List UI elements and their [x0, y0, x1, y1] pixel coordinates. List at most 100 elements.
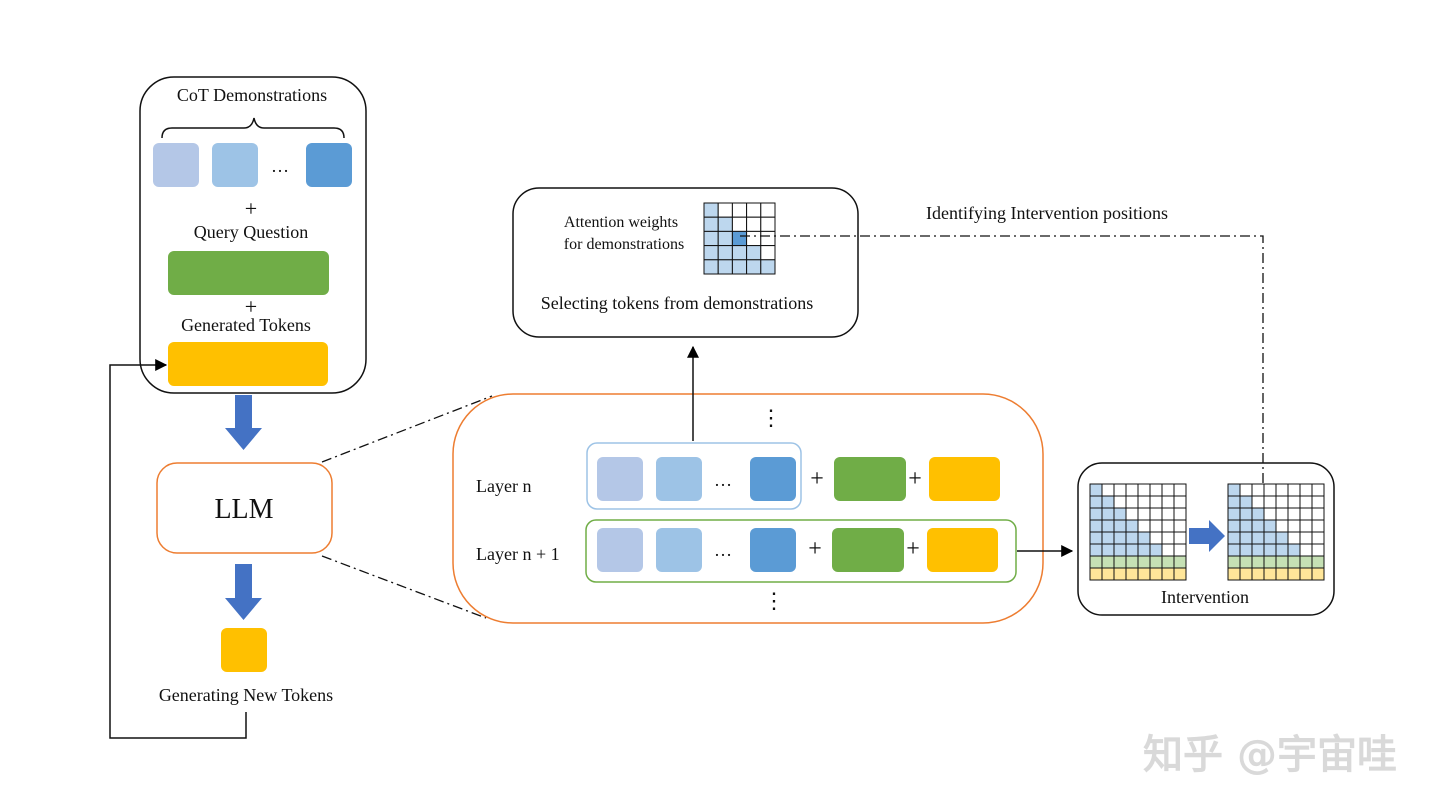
attention-cell	[1287, 531, 1301, 545]
layer-n1-generated-block	[927, 528, 998, 572]
attention-cell	[1101, 531, 1115, 545]
attention-cell	[1311, 483, 1325, 497]
attention-cell	[1113, 495, 1127, 509]
generated-tokens-block	[168, 342, 328, 386]
attention-cell	[746, 259, 762, 275]
layer-n-plus-1: +	[810, 466, 824, 492]
attention-cell	[1125, 531, 1139, 545]
attention-cell	[1149, 519, 1163, 533]
attention-cell	[1227, 519, 1241, 533]
attention-cell	[703, 259, 719, 275]
layer-n1-ellipsis: …	[714, 540, 732, 560]
attention-cell	[1137, 567, 1151, 581]
layer-n-query-block	[834, 457, 906, 501]
attention-cell	[1137, 483, 1151, 497]
attention-cell	[1287, 543, 1301, 557]
attention-cell	[1299, 531, 1313, 545]
attention-cell	[731, 202, 748, 218]
attention-cell	[1227, 555, 1241, 569]
attention-cell	[1251, 507, 1265, 521]
attention-cell	[1287, 555, 1301, 569]
attention-cell	[1101, 543, 1115, 557]
attention-cell	[1173, 567, 1187, 581]
attention-cell	[717, 245, 733, 261]
attention-cell	[1299, 567, 1313, 581]
attention-cell	[1227, 507, 1241, 521]
attention-cell	[1125, 567, 1139, 581]
attention-cell	[1299, 519, 1313, 533]
attention-cell	[731, 245, 748, 261]
attention-cell	[717, 216, 733, 232]
attention-cell	[1239, 555, 1253, 569]
attention-cell	[1263, 543, 1277, 557]
attention-cell	[1311, 495, 1325, 509]
attention-cell	[1137, 519, 1151, 533]
attention-cell	[1251, 531, 1265, 545]
attention-cell	[1161, 483, 1175, 497]
attention-cell	[1125, 519, 1139, 533]
attention-grid-after	[1227, 483, 1325, 581]
attention-cell	[717, 230, 733, 247]
attention-cell	[1125, 507, 1139, 521]
attention-cell	[1311, 555, 1325, 569]
attention-weights-line2: for demonstrations	[564, 236, 684, 253]
attention-cell	[1299, 543, 1313, 557]
attention-cell	[1275, 567, 1289, 581]
layer-n-ellipsis: …	[714, 470, 732, 490]
attention-cell	[1089, 555, 1103, 569]
attention-cell	[1089, 531, 1103, 545]
attention-cell	[1125, 543, 1139, 557]
attention-cell	[1311, 531, 1325, 545]
down-arrow-input-to-llm	[225, 395, 262, 450]
attention-cell	[1239, 495, 1253, 509]
attention-cell	[1113, 555, 1127, 569]
attention-cell	[1275, 555, 1289, 569]
attention-cell	[1113, 483, 1127, 497]
attention-cell	[1263, 495, 1277, 509]
attention-cell	[1173, 507, 1187, 521]
attention-cell	[1089, 507, 1103, 521]
layers-box	[452, 393, 1044, 624]
attention-cell	[1137, 555, 1151, 569]
intervention-block-arrow	[1189, 520, 1225, 552]
zoom-line-top	[321, 395, 493, 463]
attention-cell	[746, 230, 762, 247]
attention-cell	[1239, 507, 1253, 521]
layer-n-frame	[586, 442, 802, 510]
attention-cell	[1113, 507, 1127, 521]
feedback-loop-arrow	[109, 359, 247, 739]
intervention-label: Intervention	[1161, 587, 1249, 607]
llm-label: LLM	[214, 494, 273, 525]
attention-cell	[1149, 495, 1163, 509]
attention-cell	[746, 202, 762, 218]
layer-n1-plus-1: +	[808, 536, 822, 562]
attention-cell	[1263, 483, 1277, 497]
attention-cell	[1311, 543, 1325, 557]
generating-new-tokens-label: Generating New Tokens	[159, 685, 333, 705]
attention-cell	[1125, 495, 1139, 509]
attention-cell	[1173, 519, 1187, 533]
attention-cell	[1263, 507, 1277, 521]
attention-cell	[1251, 495, 1265, 509]
attention-cell	[1089, 567, 1103, 581]
attention-cell	[1149, 507, 1163, 521]
attention-cell	[1287, 507, 1301, 521]
attention-cell	[1239, 483, 1253, 497]
plus-sign-2: +	[245, 294, 257, 319]
attention-cell	[1125, 555, 1139, 569]
attention-cell	[760, 230, 776, 247]
attention-cell	[1287, 483, 1301, 497]
attention-cell	[731, 230, 748, 247]
attention-cell	[760, 202, 776, 218]
attention-cell	[760, 259, 776, 275]
demo-token-2	[212, 143, 258, 187]
attention-cell	[1287, 519, 1301, 533]
attention-cell	[1239, 519, 1253, 533]
demonstrations-brace	[161, 117, 345, 139]
attention-cell	[1161, 567, 1175, 581]
attention-cell	[1251, 483, 1265, 497]
attention-cell	[1263, 531, 1277, 545]
attention-cell	[1173, 555, 1187, 569]
attention-cell	[1251, 555, 1265, 569]
attention-cell	[1299, 507, 1313, 521]
